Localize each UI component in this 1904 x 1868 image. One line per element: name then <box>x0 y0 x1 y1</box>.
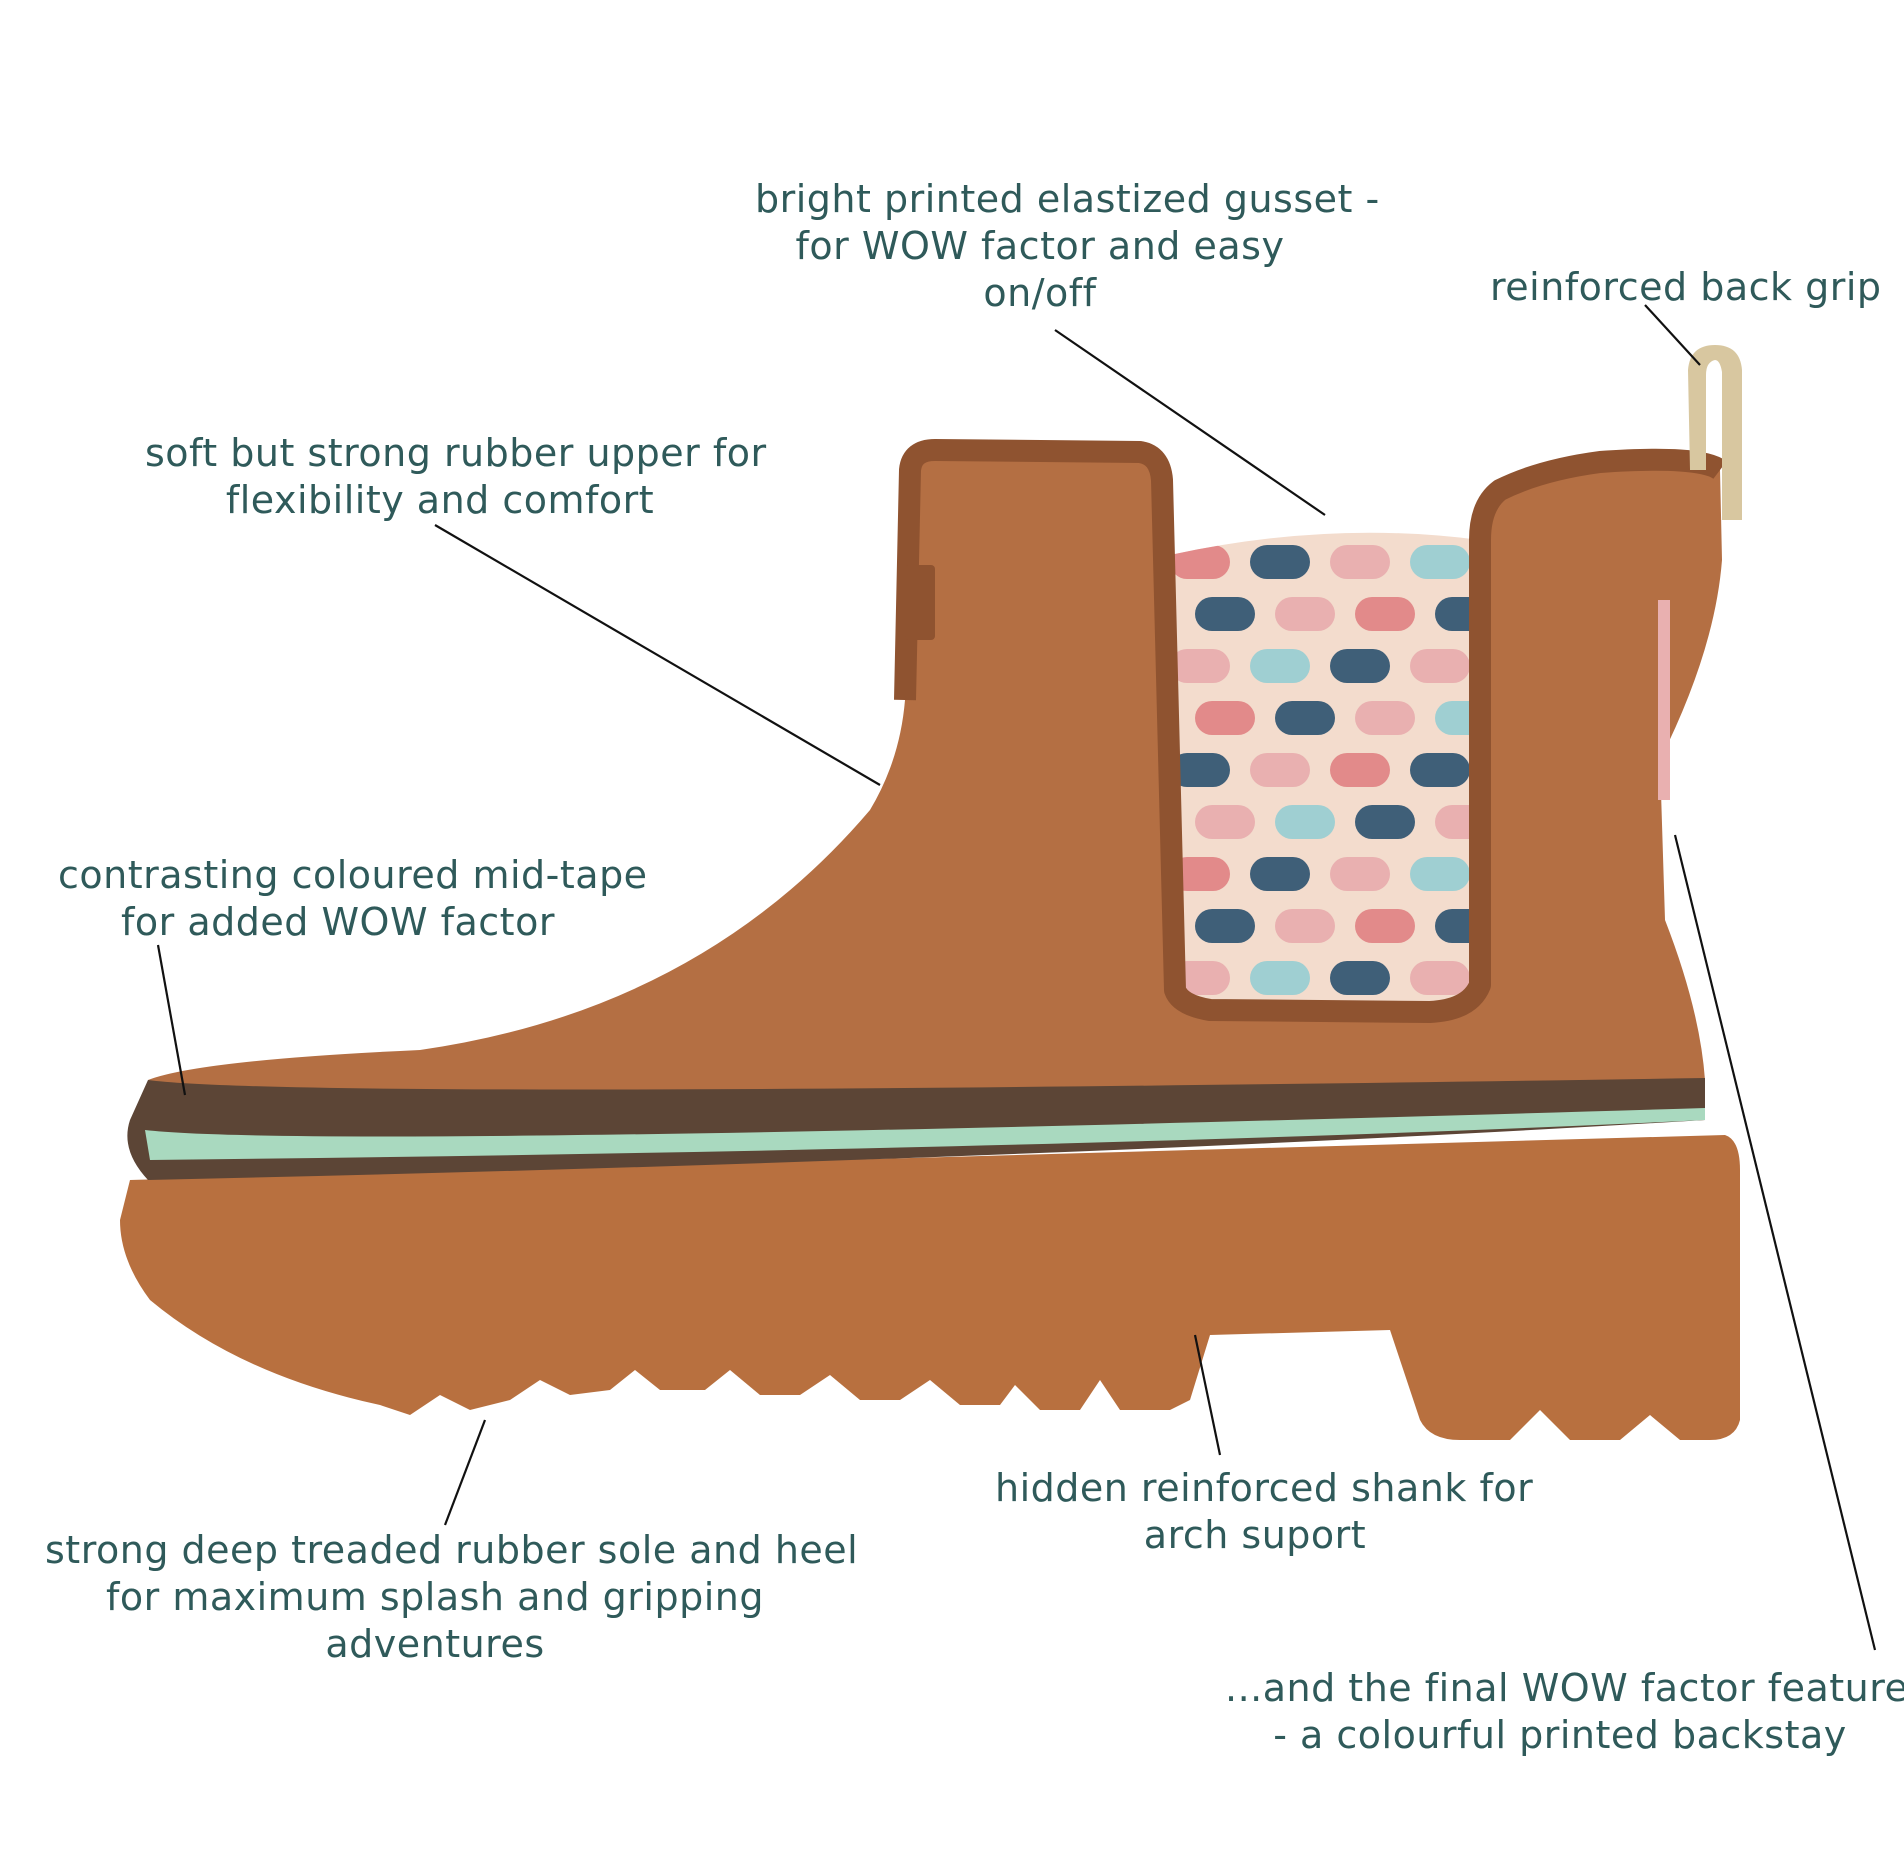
gusset-pattern-pebble <box>1330 961 1390 995</box>
sole-and-heel <box>120 1135 1740 1440</box>
leader-sole <box>443 1419 487 1526</box>
gusset-pattern-pebble <box>1195 597 1255 631</box>
callout-mid-tape: contrasting coloured mid-tape for added … <box>58 853 648 944</box>
gusset-pattern-pebble <box>1250 545 1310 579</box>
gusset-pattern-pebble <box>1410 753 1470 787</box>
callout-backstay: ...and the final WOW factor feature - a … <box>1225 1666 1904 1757</box>
leader-backstay <box>1673 834 1877 1651</box>
gusset-pattern-pebble <box>1250 753 1310 787</box>
rubber-upper <box>148 450 1722 1180</box>
back-pull-tab <box>1688 345 1742 520</box>
mid-tape-accent-stripe <box>145 1108 1705 1160</box>
gusset-pattern-pebble <box>1195 805 1255 839</box>
leader-gusset <box>1054 329 1326 516</box>
gusset-pattern-pebble <box>1250 649 1310 683</box>
gusset-pattern-pebble <box>1355 701 1415 735</box>
gusset-pattern-pebble <box>1250 857 1310 891</box>
gusset-pattern-pebble <box>1435 597 1480 631</box>
gusset-pattern-pebble <box>1410 961 1470 995</box>
gusset-pattern-pebble <box>1355 909 1415 943</box>
gusset-pattern-pebble <box>1170 753 1230 787</box>
gusset-pattern-pebble <box>1355 597 1415 631</box>
gusset-pattern-pebble <box>1330 545 1390 579</box>
printed-backstay <box>1658 600 1670 800</box>
leader-lines <box>156 304 1877 1651</box>
gusset-pattern-pebble <box>1275 805 1335 839</box>
gusset-pattern-pebble <box>1435 701 1480 735</box>
gusset-pattern-pebble <box>1195 909 1255 943</box>
callout-shank: hidden reinforced shank for arch suport <box>995 1466 1534 1557</box>
gusset-pattern-pebble <box>1330 649 1390 683</box>
printed-gusset <box>1165 532 1480 1010</box>
gusset-pattern-pebble <box>1435 909 1480 943</box>
callout-gusset: bright printed elastized gusset - for WO… <box>755 177 1380 315</box>
callout-upper: soft but strong rubber upper for flexibi… <box>145 431 767 522</box>
gusset-pattern-pebble <box>1435 805 1480 839</box>
gusset-pattern-pebble <box>1410 857 1470 891</box>
gusset-pattern-pebble <box>1330 753 1390 787</box>
gusset-pattern-pebble <box>1275 597 1335 631</box>
upper-welt-edge <box>894 439 1727 1023</box>
gusset-pattern-pebble <box>1170 649 1230 683</box>
gusset-pattern-pebble <box>1355 805 1415 839</box>
side-brand-tab <box>905 565 935 640</box>
gusset-pattern-pebble <box>1195 701 1255 735</box>
gusset-pattern-pebble <box>1170 857 1230 891</box>
leader-upper <box>434 524 881 786</box>
gusset-pattern-pebble <box>1275 909 1335 943</box>
callout-back-grip: reinforced back grip <box>1490 265 1882 309</box>
gusset-pattern-pebble <box>1410 545 1470 579</box>
leader-shank <box>1193 1334 1222 1456</box>
gusset-pattern-pebble <box>1170 545 1230 579</box>
leader-mid-tape <box>156 944 187 1096</box>
gusset-pattern-pebble <box>1275 701 1335 735</box>
gusset-pattern-pebble <box>1330 857 1390 891</box>
gusset-pattern-pebble <box>1250 961 1310 995</box>
leader-back-grip <box>1644 304 1701 366</box>
callout-sole: strong deep treaded rubber sole and heel… <box>45 1528 859 1666</box>
gusset-pattern-pebble <box>1410 649 1470 683</box>
